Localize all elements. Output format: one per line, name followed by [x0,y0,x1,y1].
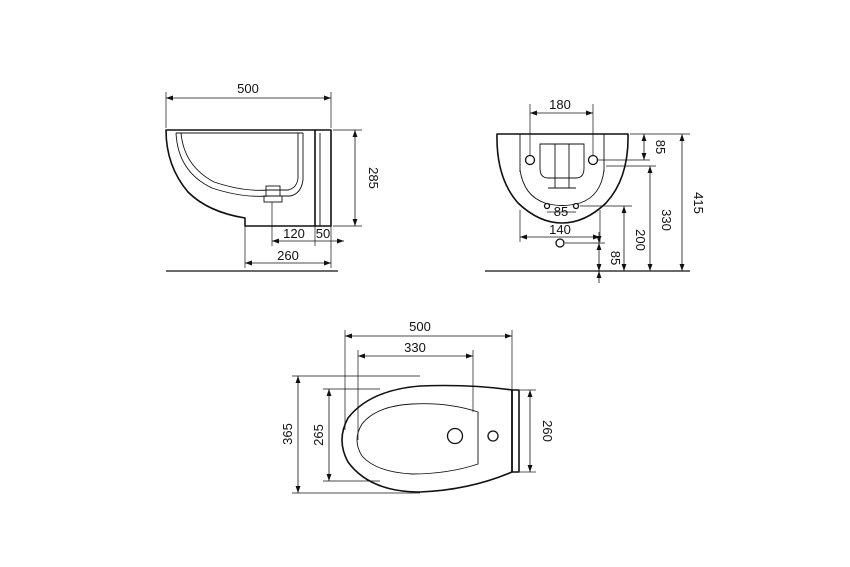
dim-top-to-holes: 85 [653,140,668,154]
mount-hole-left [524,154,536,166]
front-view: 180 85 415 330 200 85 85 140 [485,97,706,283]
dim-rear-width: 260 [540,420,555,442]
front-wall-plate [539,143,585,179]
dim-outlet-width: 140 [549,222,571,237]
side-view: 500 285 120 50 260 [165,81,381,272]
pipe-hole [555,238,565,248]
dim-floor-to-outlet: 200 [633,229,648,251]
front-body-outline [496,133,629,224]
dim-inner-holes: 85 [554,204,568,219]
dim-bowl-width: 265 [311,424,326,446]
dim-inner-length: 330 [404,340,426,355]
wall-plate [314,129,332,227]
overflow-hole [487,430,499,442]
top-view: 500 330 365 265 260 [280,319,555,494]
side-body-outline [165,129,316,227]
side-bowl-inner [175,132,304,197]
dim-hole-spacing: 180 [549,97,571,112]
side-bowl-inner2 [180,132,299,191]
dim-overall-width: 500 [237,81,259,96]
front-bowl-inner [519,169,605,206]
dim-floor-to-holes: 330 [659,209,674,231]
front-drain [554,143,570,189]
dim-floor-to-pipe: 85 [608,251,623,265]
dim-overall-length: 500 [409,319,431,334]
dim-overall-height: 415 [691,192,706,214]
dim-depth-120: 120 [283,226,305,241]
dim-height: 285 [366,167,381,189]
dim-depth-260: 260 [277,248,299,263]
top-rear-plate [511,389,520,473]
dim-overall-width-top: 365 [280,423,295,445]
dim-depth-50: 50 [316,226,330,241]
drain-stub [265,185,281,197]
top-body-outline [341,384,513,493]
drain-outlet [263,195,283,203]
inner-hole-left [543,202,551,210]
inner-hole-right [572,202,580,210]
mount-hole-right [587,154,599,166]
tap-hole [446,427,464,445]
top-bowl-inner [356,403,479,475]
